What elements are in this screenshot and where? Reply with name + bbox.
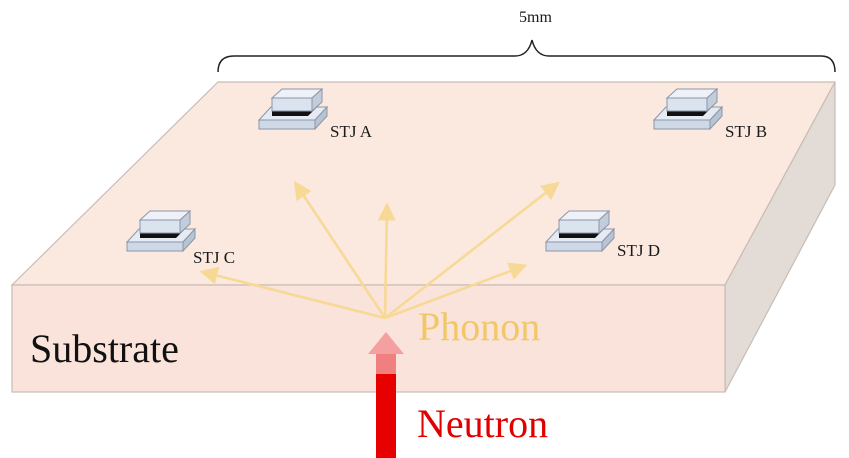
stj-label-c: STJ C — [193, 248, 235, 267]
stj-detector-b — [652, 87, 724, 131]
phonon-arrow — [377, 202, 396, 319]
stj-label-a: STJ A — [330, 122, 373, 141]
phonon-arrow — [384, 181, 560, 320]
neutron-arrow-head — [368, 332, 404, 354]
neutron-arrow-shaft — [376, 352, 396, 458]
substrate-label: Substrate — [30, 326, 179, 371]
stj-detector-c — [125, 209, 197, 253]
stj-detector-a — [257, 87, 329, 131]
stj-label-b: STJ B — [725, 122, 767, 141]
neutron-arrow — [368, 332, 404, 458]
phonon-label: Phonon — [418, 304, 540, 349]
phonon-arrow — [199, 266, 386, 320]
substrate-front-face — [11, 284, 726, 393]
stj-detector-d — [544, 209, 616, 253]
phonon-arrow — [384, 262, 528, 320]
dimension-label: 5mm — [519, 9, 552, 26]
stj-label-d: STJ D — [617, 241, 660, 260]
dimension-brace — [217, 39, 836, 73]
phonon-arrow — [293, 180, 387, 319]
phonon-arrows — [199, 180, 560, 320]
neutron-label: Neutron — [417, 401, 548, 446]
substrate-slab — [10, 81, 837, 393]
